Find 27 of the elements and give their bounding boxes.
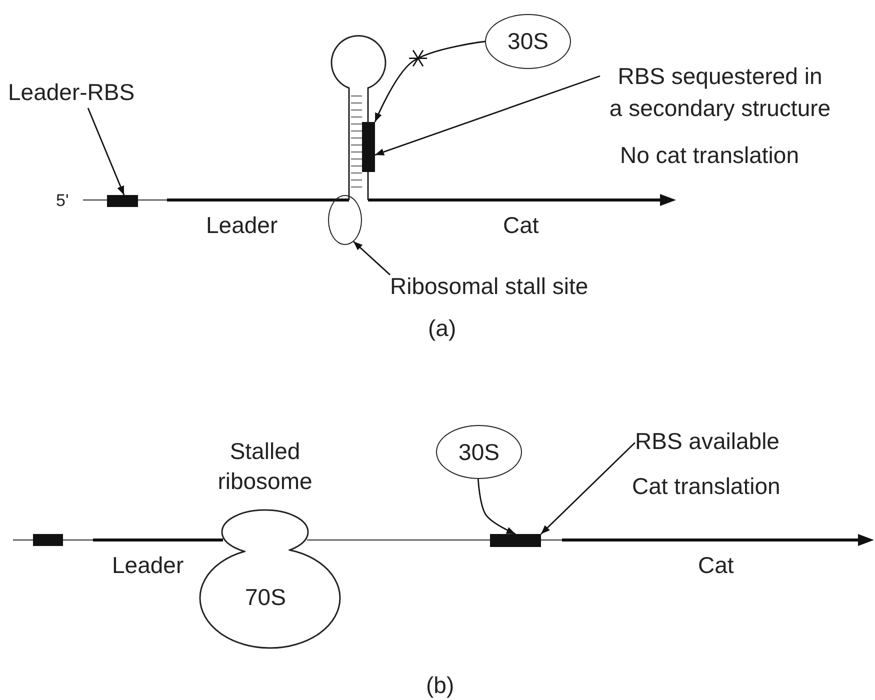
diagram-label: 5'	[56, 190, 69, 212]
diagram-label: (a)	[428, 314, 456, 343]
callout-text: Leader-RBS	[8, 76, 168, 108]
stall-site-ellipse	[328, 195, 362, 245]
diagram-label: Cat	[503, 211, 539, 240]
callout-text: Ribosomal stall site	[390, 270, 660, 302]
rbs-block	[490, 534, 541, 547]
rbs-block	[107, 195, 138, 207]
arrow	[353, 240, 390, 276]
diagram-label: Cat translation	[632, 472, 780, 501]
diagram-label: Leader	[112, 551, 184, 580]
diagram-label: (b)	[426, 671, 454, 700]
arrow	[477, 478, 516, 535]
ribosome-caption: Stalled ribosome	[216, 437, 314, 496]
ribosome-label: 70S	[245, 583, 286, 612]
diagram-label: No cat translation	[620, 141, 799, 170]
ribosome-subunit-ellipse: 30S	[485, 14, 571, 69]
callout-text: RBS available	[635, 425, 835, 457]
rbs-block	[362, 122, 375, 172]
arrow	[374, 40, 486, 122]
diagram-label: Cat	[698, 551, 734, 580]
callout-text: RBS sequestered in a secondary structure	[600, 60, 840, 124]
ribosome-subunit-ellipse: 30S	[436, 425, 522, 479]
arrow	[87, 108, 125, 196]
arrow	[540, 442, 636, 534]
arrow	[374, 75, 600, 156]
diagram-label: Leader	[206, 211, 278, 240]
